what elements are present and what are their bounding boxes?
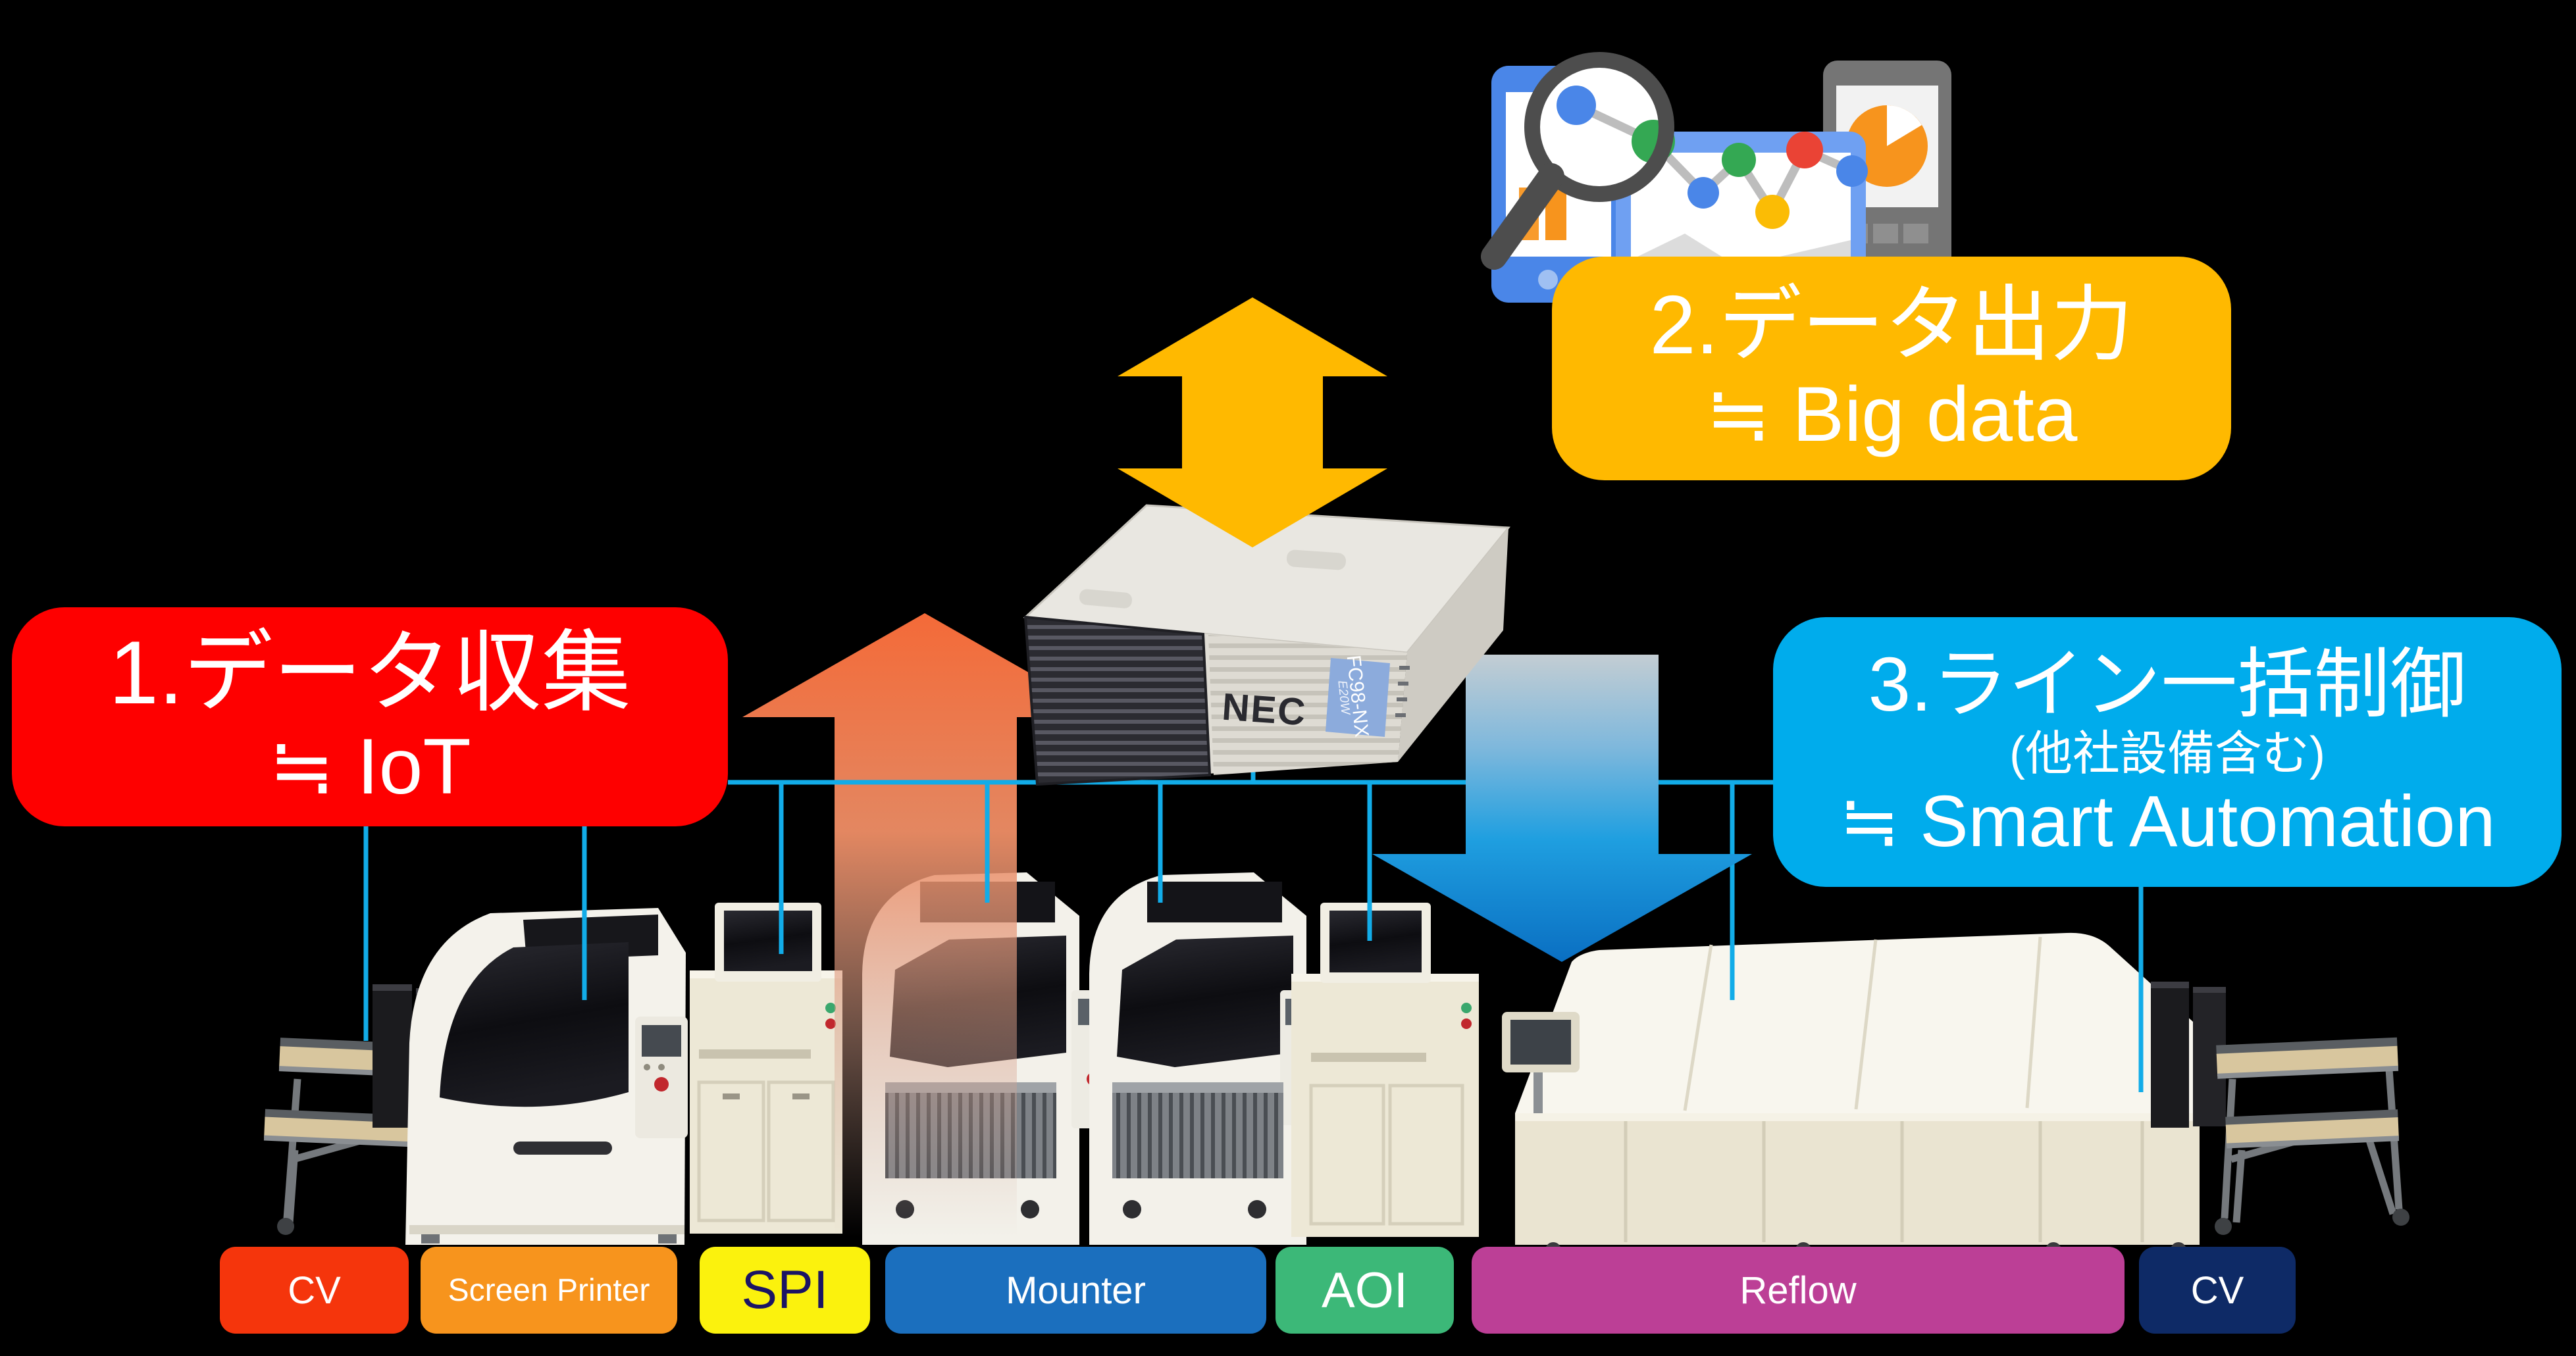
process-label-mounter: Mounter — [885, 1247, 1266, 1334]
callout-subtitle: ≒ IoT — [269, 722, 471, 811]
callout-data-output: 2.データ出力 ≒ Big data — [1552, 257, 2231, 480]
process-label-text: CV — [2190, 1268, 2244, 1312]
process-label-text: Screen Printer — [448, 1272, 650, 1308]
callout-title: 2.データ出力 — [1649, 278, 2134, 372]
callout-title: 3.ライン一括制御 — [1868, 641, 2467, 728]
process-label-text: Mounter — [1006, 1268, 1146, 1312]
callout-note: (他社設備含む) — [2009, 727, 2325, 780]
data-exchange-arrow — [1118, 297, 1387, 547]
callout-data-collection: 1.データ収集 ≒ IoT — [12, 607, 728, 826]
machine-spi — [690, 903, 842, 1234]
machine-cv-right — [2215, 1037, 2409, 1235]
machine-screen-printer — [405, 908, 688, 1245]
process-label-text: AOI — [1322, 1262, 1408, 1318]
machine-reflow — [1502, 932, 2200, 1258]
process-label-aoi: AOI — [1275, 1247, 1454, 1334]
process-label-text: SPI — [741, 1260, 829, 1320]
network-lines — [363, 720, 2144, 1092]
process-label-reflow: Reflow — [1472, 1247, 2125, 1334]
control-down-arrow — [1372, 655, 1752, 962]
server-brand-logo: NEC — [1221, 686, 1308, 734]
callout-subtitle: ≒ Smart Automation — [1839, 780, 2496, 862]
production-line — [263, 872, 2409, 1258]
process-label-cv-out: CV — [2139, 1247, 2296, 1334]
server-unit: FC98-NX E20W NEC — [1023, 504, 1510, 786]
process-label-screen-printer: Screen Printer — [421, 1247, 677, 1334]
callout-title: 1.データ収集 — [109, 622, 631, 723]
machine-aoi — [1291, 903, 1479, 1237]
analytics-clipart — [1481, 52, 1951, 306]
callout-subtitle: ≒ Big data — [1705, 371, 2078, 459]
magnifier-icon — [1481, 52, 1674, 270]
process-label-spi: SPI — [700, 1247, 870, 1334]
callout-line-control: 3.ライン一括制御 (他社設備含む) ≒ Smart Automation — [1773, 617, 2562, 887]
magazine-rack-right — [2151, 982, 2226, 1128]
process-label-cv-in: CV — [220, 1247, 409, 1334]
process-label-text: Reflow — [1739, 1268, 1857, 1312]
collect-up-arrow — [742, 613, 1107, 1237]
process-label-text: CV — [288, 1268, 341, 1312]
